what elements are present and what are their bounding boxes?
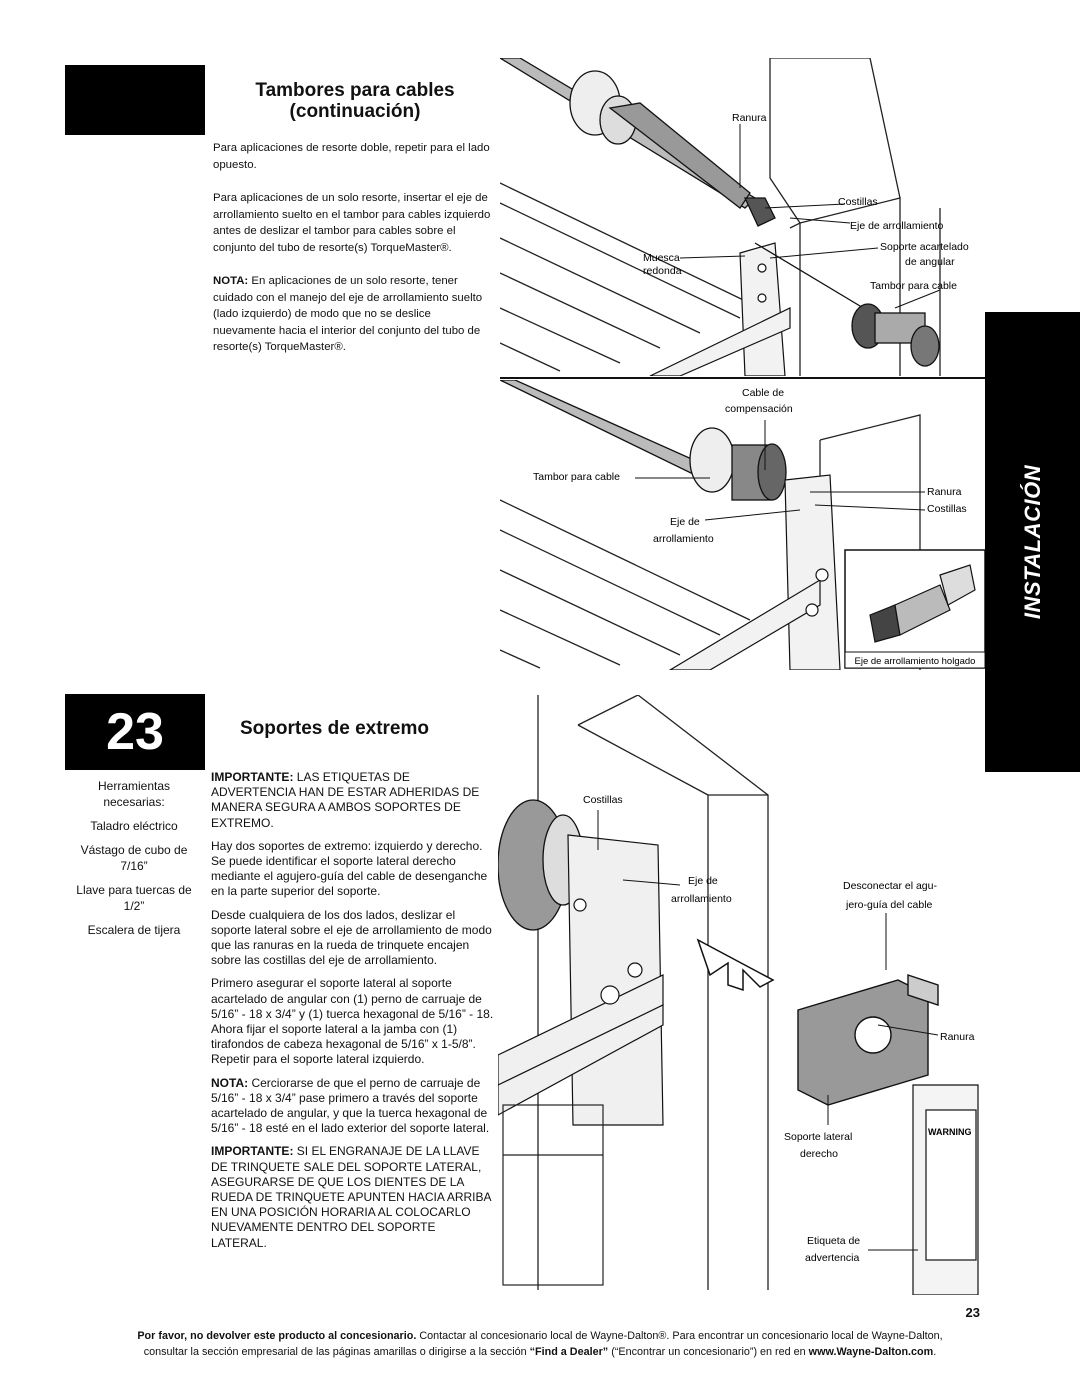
label-ranura-2: Ranura — [927, 486, 962, 498]
label-desconectar-2: jero-guía del cable — [845, 899, 933, 911]
section-tab-label: INSTALACIÓN — [1019, 464, 1045, 620]
figure-cable-drum-top: Ranura Costillas Eje de arrollamiento So… — [500, 58, 969, 376]
important-warning-labels: IMPORTANTE: LAS ETIQUETAS DE ADVERTENCIA… — [211, 770, 494, 831]
figure-cable-drum-bottom: Eje de arrollamiento holgado Cable de co… — [500, 380, 986, 670]
footer-website-link[interactable]: www.Wayne-Dalton.com — [808, 1346, 934, 1358]
note-text-2: Cerciorarse de que el perno de carruaje … — [211, 1075, 490, 1136]
tools-heading: Herramientas necesarias: — [97, 779, 171, 809]
label-eje-arrollamiento: Eje de arrollamiento — [850, 220, 944, 232]
section-title: Tambores para cables (continuación) — [215, 80, 495, 122]
label-costillas-2: Costillas — [927, 503, 967, 515]
label-soporte-acartelado-2: de angular — [905, 256, 955, 268]
step-title: Soportes de extremo — [240, 718, 429, 739]
tool-drill: Taladro eléctrico — [90, 819, 178, 833]
label-cable-compensacion-2: compensación — [725, 403, 793, 415]
label-costillas-3: Costillas — [583, 794, 623, 806]
section-marker-box — [65, 65, 205, 135]
label-eje-3-line2: arrollamiento — [671, 893, 732, 905]
inset-caption: Eje de arrollamiento holgado — [855, 656, 976, 667]
figure-end-bracket: WARNING Costillas Eje de arrollamiento D… — [498, 695, 979, 1295]
tool-socket: Vástago de cubo de 7/16” — [80, 843, 188, 873]
important-text-1: LAS ETIQUETAS DE ADVERTENCIA HAN DE ESTA… — [211, 770, 480, 830]
paragraph-single-spring: Para aplicaciones de un solo resorte, in… — [213, 192, 491, 254]
label-ranura-3: Ranura — [940, 1031, 975, 1043]
label-tambor-cable-2: Tambor para cable — [533, 471, 620, 483]
footer-bold-2: “Find a Dealer” — [529, 1346, 609, 1358]
label-soporte-acartelado-1: Soporte acartelado — [880, 241, 969, 253]
section1-text: Para aplicaciones de resorte doble, repe… — [213, 140, 495, 356]
footer-line1: Por favor, no devolver este producto al … — [60, 1328, 1020, 1344]
step-number: 23 — [106, 703, 164, 761]
label-soporte-lateral-1: Soporte lateral — [784, 1131, 852, 1143]
section-title-line2: (continuación) — [289, 101, 421, 122]
note-text: En aplicaciones de un solo resorte, tene… — [213, 275, 483, 353]
paragraph-slide-bracket: Desde cualquiera de los dos lados, desli… — [211, 907, 492, 968]
footer-text-3: (“Encontrar un concesionario”) en red en — [608, 1346, 809, 1358]
important-label-1: IMPORTANTE: — [211, 770, 294, 784]
label-etiqueta-2: advertencia — [805, 1252, 859, 1264]
label-ranura: Ranura — [732, 112, 767, 124]
label-eje-1: Eje de — [670, 516, 700, 528]
note-label-2: NOTA: — [211, 1075, 249, 1090]
note-carriage-bolt: NOTA: Cerciorarse de que el perno de car… — [211, 1076, 494, 1137]
step-number-box: 23 — [65, 694, 205, 770]
tools-list: Herramientas necesarias: Taladro eléctri… — [68, 778, 200, 938]
important-label-2: IMPORTANTE: — [211, 1144, 294, 1159]
page-number: 23 — [965, 1305, 980, 1320]
label-desconectar-1: Desconectar el agu- — [843, 880, 937, 892]
important-text-2: SI EL ENGRANAJE DE LA LLAVE DE TRINQUETE… — [211, 1144, 491, 1250]
figure-divider — [500, 377, 990, 379]
tool-ladder: Escalera de tijera — [87, 923, 181, 937]
note-single-spring: NOTA: En aplicaciones de un solo resorte… — [213, 273, 495, 356]
label-soporte-lateral-2: derecho — [800, 1148, 838, 1160]
tool-wrench: Llave para tuercas de 1/2” — [76, 883, 192, 913]
section-tab-instalacion: INSTALACIÓN — [985, 312, 1080, 772]
label-tambor-cable: Tambor para cable — [870, 280, 957, 292]
label-cable-compensacion-1: Cable de — [742, 387, 784, 399]
label-eje-2: arrollamiento — [653, 533, 714, 545]
footer: Por favor, no devolver este producto al … — [60, 1328, 1020, 1360]
label-muesca-2: redonda — [643, 265, 682, 277]
direction-arrow-icon — [696, 938, 775, 992]
label-eje-3-line1: Eje de — [688, 875, 718, 887]
footer-bold-1: Por favor, no devolver este producto al … — [137, 1330, 417, 1342]
section-title-line1: Tambores para cables — [255, 80, 455, 101]
warning-label-text: WARNING — [928, 1127, 972, 1137]
paragraph-two-brackets: Hay dos soportes de extremo: izquierdo y… — [211, 838, 488, 899]
paragraph-secure-bracket: Primero asegurar el soporte lateral al s… — [211, 976, 494, 1067]
footer-text-1: Contactar al concesionario local de Wayn… — [416, 1330, 943, 1342]
footer-text-2: consultar la sección empresarial de las … — [143, 1346, 530, 1358]
footer-text-4: . — [933, 1346, 937, 1358]
label-etiqueta-1: Etiqueta de — [807, 1235, 860, 1247]
note-label: NOTA: — [213, 275, 249, 287]
label-muesca-1: Muesca — [643, 252, 680, 264]
important-ratchet: IMPORTANTE: SI EL ENGRANAJE DE LA LLAVE … — [211, 1144, 494, 1250]
footer-line2: consultar la sección empresarial de las … — [60, 1344, 1020, 1360]
paragraph-double-spring: Para aplicaciones de resorte doble, repe… — [213, 142, 490, 171]
label-costillas: Costillas — [838, 196, 878, 208]
step-text: IMPORTANTE: LAS ETIQUETAS DE ADVERTENCIA… — [211, 770, 494, 1251]
